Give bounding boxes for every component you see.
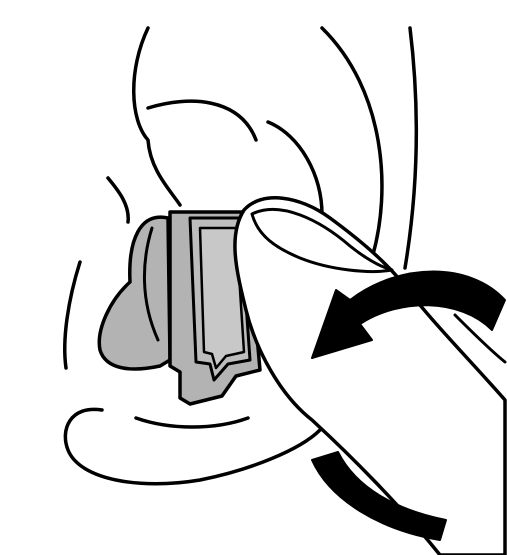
earlobe-outline bbox=[65, 409, 320, 483]
lobe-inner-fold bbox=[136, 418, 248, 427]
cheek-line-left bbox=[65, 262, 80, 368]
ear-helix-outer bbox=[405, 28, 416, 268]
earbud-tip bbox=[99, 217, 170, 369]
ear-antihelix-fold bbox=[148, 101, 256, 140]
ear-antihelix-upper bbox=[134, 28, 180, 205]
ear-tragus bbox=[108, 178, 128, 222]
